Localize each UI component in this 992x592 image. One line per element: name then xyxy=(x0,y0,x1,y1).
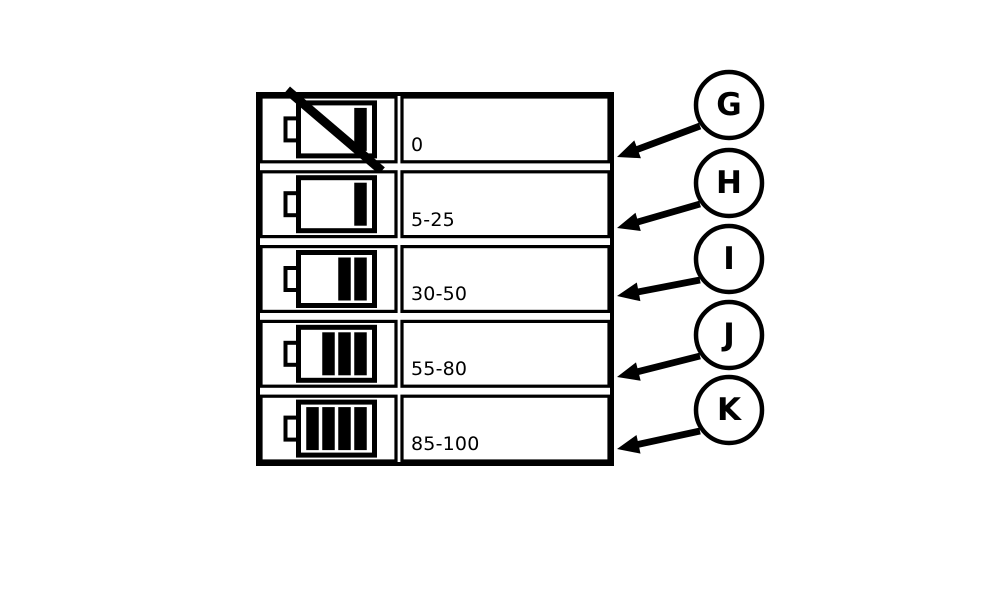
battery-empty-slashed-icon xyxy=(283,86,385,175)
battery-bar xyxy=(354,182,367,226)
battery-bar xyxy=(338,257,351,301)
callout-arrow xyxy=(617,200,701,232)
battery-bar xyxy=(338,407,351,451)
battery-bar xyxy=(354,107,367,151)
table-row xyxy=(259,86,611,175)
battery-bar xyxy=(322,332,335,376)
callout-circle xyxy=(693,299,765,371)
row-label-cell xyxy=(400,319,611,388)
battery-bar xyxy=(322,407,335,451)
battery-bar xyxy=(338,332,351,376)
callout-label-i: I xyxy=(723,241,735,277)
callout-arrow xyxy=(617,427,701,454)
callout-label-j: J xyxy=(723,317,735,353)
callout-k xyxy=(617,374,765,454)
battery-bar xyxy=(354,332,367,376)
callout-label-h: H xyxy=(716,165,742,201)
callout-circle xyxy=(693,374,765,446)
battery-bar xyxy=(306,407,319,451)
callout-h xyxy=(617,147,765,232)
callout-j xyxy=(617,299,765,381)
row-label-cell xyxy=(400,394,611,463)
battery-four-bars-icon xyxy=(283,399,377,458)
table-row xyxy=(259,245,611,314)
callout-circle xyxy=(693,69,765,141)
table-row xyxy=(259,319,611,388)
row-range-label: 30-50 xyxy=(411,283,468,306)
row-label-cell xyxy=(400,95,611,164)
row-label-cell xyxy=(400,170,611,239)
battery-three-bars-icon xyxy=(283,324,377,383)
callout-g xyxy=(617,69,765,159)
callout-circle xyxy=(693,147,765,219)
callout-label-g: G xyxy=(716,87,742,123)
battery-slash-icon xyxy=(284,86,385,175)
row-range-label: 85-100 xyxy=(411,433,480,456)
callout-i xyxy=(617,223,765,302)
row-range-label: 55-80 xyxy=(411,358,468,381)
callout-label-k: K xyxy=(716,392,742,428)
table-row xyxy=(259,170,611,239)
table-row xyxy=(259,394,611,463)
callout-circle xyxy=(693,223,765,295)
callout-arrow xyxy=(617,276,701,302)
row-range-label: 0 xyxy=(411,133,424,156)
row-range-label: 5-25 xyxy=(411,208,455,231)
row-label-cell xyxy=(400,245,611,314)
battery-two-bars-icon xyxy=(283,250,377,308)
callout-arrow xyxy=(617,122,702,159)
battery-bar xyxy=(354,407,367,451)
battery-bar xyxy=(354,257,367,301)
battery-one-bar-icon xyxy=(283,175,377,234)
callout-arrow xyxy=(617,352,701,381)
